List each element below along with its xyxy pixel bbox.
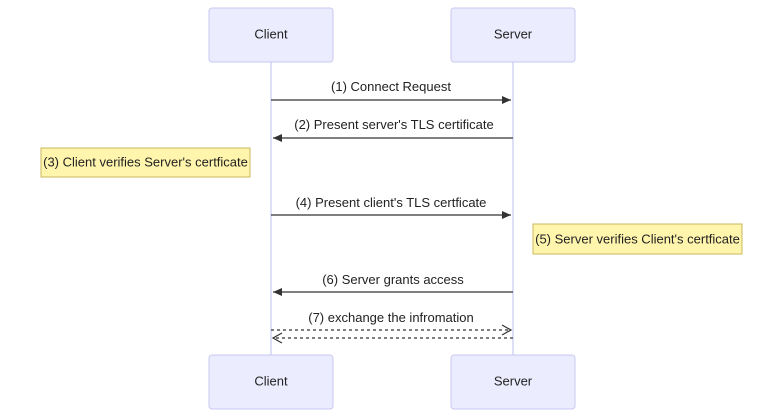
client-actor-top: Client bbox=[208, 7, 334, 63]
message-exchange-information: (7) exchange the infromation bbox=[271, 310, 513, 344]
note-label: (3) Client verifies Server's certficate bbox=[43, 154, 248, 169]
server-actor-bottom: Server bbox=[450, 354, 576, 410]
message-label: (1) Connect Request bbox=[331, 79, 451, 94]
client-actor-bottom-label: Client bbox=[254, 373, 288, 388]
client-actor-bottom: Client bbox=[208, 354, 334, 410]
message-label: (2) Present server's TLS certificate bbox=[294, 117, 493, 132]
note-client-verifies: (3) Client verifies Server's certficate bbox=[40, 147, 251, 178]
message-label: (4) Present client's TLS certficate bbox=[296, 195, 487, 210]
message-server-grants-access: (6) Server grants access bbox=[273, 272, 513, 296]
message-present-server-certificate: (2) Present server's TLS certificate bbox=[273, 117, 513, 142]
message-present-client-certificate: (4) Present client's TLS certficate bbox=[271, 195, 511, 219]
message-connect-request: (1) Connect Request bbox=[271, 79, 511, 104]
server-actor-bottom-label: Server bbox=[494, 373, 533, 388]
server-actor-top-label: Server bbox=[494, 26, 533, 41]
message-label: (7) exchange the infromation bbox=[308, 310, 473, 325]
server-actor-top: Server bbox=[450, 7, 576, 63]
message-label: (6) Server grants access bbox=[322, 272, 464, 287]
client-actor-top-label: Client bbox=[254, 26, 288, 41]
note-server-verifies: (5) Server verifies Client's certficate bbox=[532, 223, 743, 255]
note-label: (5) Server verifies Client's certficate bbox=[535, 231, 740, 246]
